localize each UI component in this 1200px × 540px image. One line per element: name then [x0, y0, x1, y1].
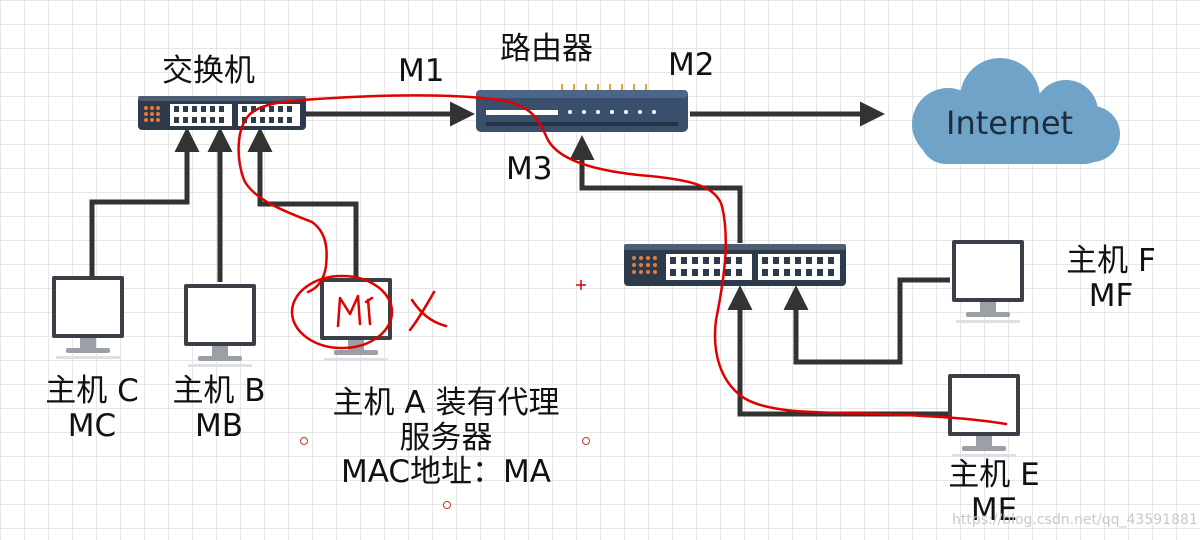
- link-host-a-switch: [247, 127, 359, 280]
- host-a-label: 主机 A 装有代理 服务器 MAC地址：MA: [306, 386, 586, 490]
- port-m3-label: M3: [506, 151, 553, 187]
- host-b-mac: MB: [194, 407, 243, 444]
- host-f-mac: MF: [1088, 277, 1134, 314]
- host-c-name: 主机 C: [45, 373, 139, 409]
- internet-cloud: [912, 58, 1120, 164]
- switch-2: [624, 244, 846, 286]
- red-path-stroke: [300, 94, 1008, 426]
- router: [476, 84, 688, 132]
- host-a-role: 服务器: [399, 419, 493, 456]
- router-label: 路由器: [500, 31, 593, 67]
- plus-marker: [576, 280, 586, 290]
- link-host-e-switch2: [727, 285, 948, 417]
- host-f-monitor: [952, 240, 1024, 323]
- port-m2-label: M2: [668, 47, 715, 83]
- host-a-name: 主机 A 装有代理: [332, 385, 560, 421]
- annotation-handwritten-text: M1: [0, 0, 1, 1]
- port-m1-label: M1: [398, 53, 445, 89]
- switch-1-label: 交换机: [162, 53, 255, 89]
- red-circle: [290, 274, 394, 350]
- selection-handles: [300, 437, 590, 509]
- host-e-monitor: [948, 374, 1020, 457]
- host-c-mac: MC: [67, 407, 117, 444]
- link-host-c-switch: [89, 127, 200, 278]
- host-f-name: 主机 F: [1066, 243, 1156, 279]
- host-e-label: 主机 E ME: [936, 458, 1052, 527]
- host-b-name: 主机 B: [172, 373, 266, 409]
- host-c-label: 主机 C MC: [36, 374, 148, 443]
- red-annotations: [237, 94, 1008, 426]
- host-e-mac: ME: [970, 491, 1018, 528]
- switch-1: [138, 96, 306, 130]
- link-host-f-switch2: [783, 277, 950, 365]
- host-f-label: 主机 F MF: [1052, 244, 1170, 313]
- link-switch2-router: [569, 135, 743, 243]
- red-handwritten-m1: [336, 294, 374, 328]
- red-x-mark: [408, 290, 448, 332]
- red-path-loop: [237, 98, 328, 294]
- host-a-mac: MAC地址：MA: [340, 454, 551, 491]
- host-b-label: 主机 B MB: [164, 374, 274, 443]
- internet-label: Internet: [946, 104, 1074, 142]
- host-b-monitor: [184, 284, 256, 367]
- host-c-monitor: [52, 276, 124, 359]
- host-e-name: 主机 E: [948, 457, 1040, 493]
- watermark: https://blog.csdn.net/qq_43591881: [952, 512, 1198, 528]
